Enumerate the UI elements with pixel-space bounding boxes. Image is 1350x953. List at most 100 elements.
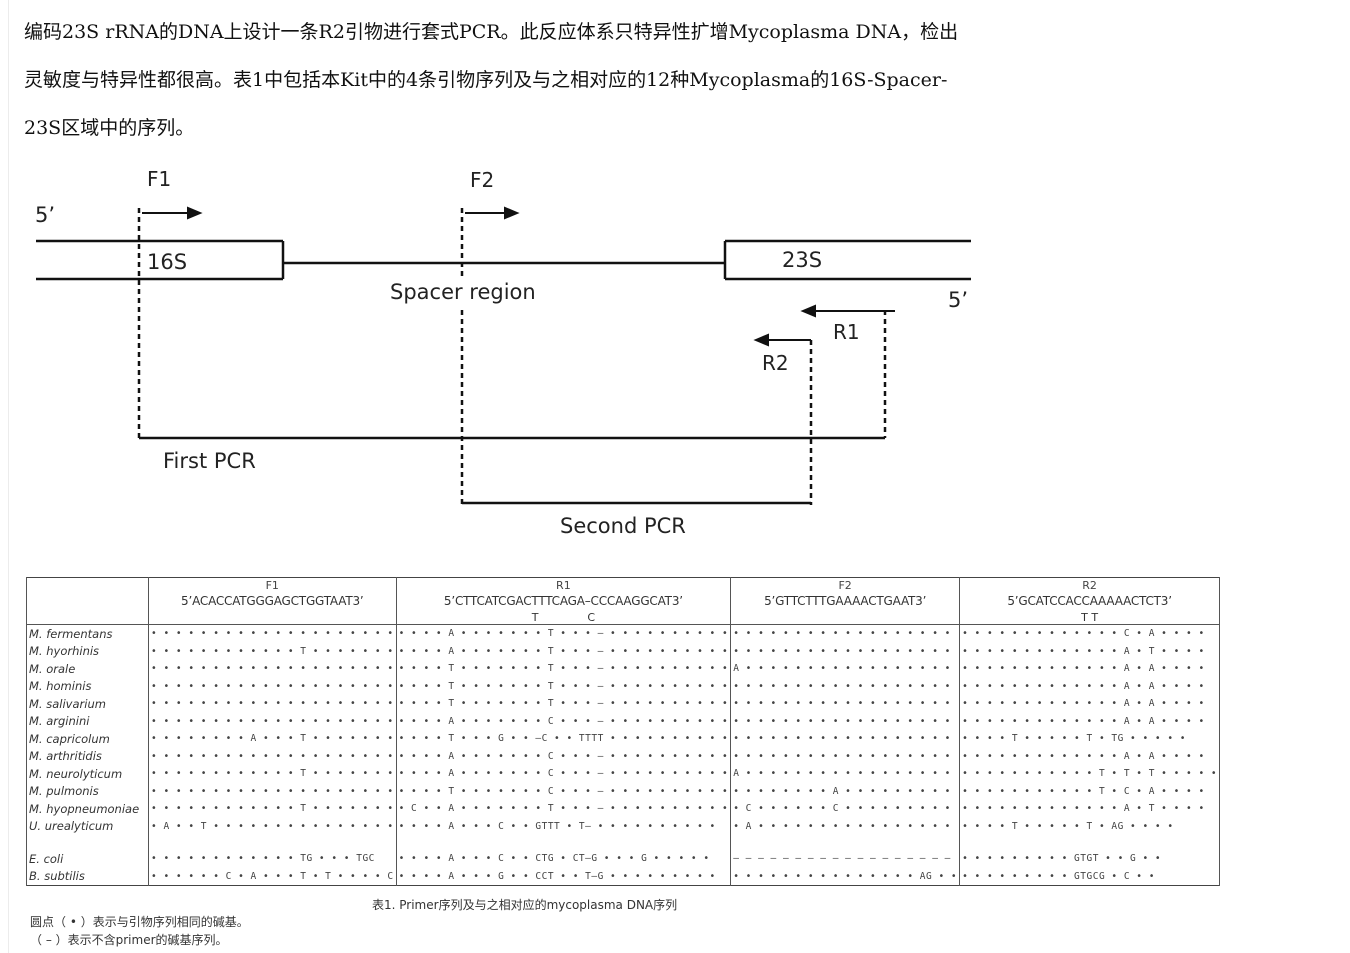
f1-cell: • • • • • • • • • • • • • • • • • • • • — [148, 677, 397, 695]
f2-cell: • A • • • • • • • • • • • • • • • • — [730, 817, 961, 835]
primer-sequence-table: F1 R1 F2 R2 5’ACACCATGGGAGCTGGTAAT3’ 5’C… — [26, 577, 1221, 886]
r2-cell: • • • • • • • • • • • • • A • A • • • • — [959, 660, 1221, 678]
r2-cell: • • • • • • • • • • • • • A • T • • • • — [959, 642, 1221, 660]
r1-cell: • • • • A • • • G • • CCT • • T–G • • • … — [395, 867, 732, 886]
dot-legend-note: 圆点（ • ）表示与引物序列相同的碱基。 — [30, 915, 249, 929]
variant-f2 — [730, 610, 961, 625]
spacer-region-label: Spacer region — [390, 280, 536, 304]
r1-cell: • • • • T • • • • • • • C • • • – • • • … — [395, 782, 732, 800]
label-23s: 23S — [782, 248, 822, 272]
page-left-border — [8, 0, 9, 953]
r1-cell: • • • • A • • • C • • CTG • CT–G • • • G… — [395, 850, 732, 868]
species-name: M. arginini — [26, 712, 149, 730]
species-name: M. capricolum — [26, 730, 149, 748]
f1-cell: • • • • • • C • A • • • T • T • • • • C — [148, 867, 397, 886]
f2-cell: • • • • • • • • • • • • • • • • • • — [730, 677, 961, 695]
table-row: B. subtilis• • • • • • C • A • • • T • T… — [26, 867, 1221, 886]
f2-cell: • • • • • • • • • • • • • • • • • • — [730, 747, 961, 765]
species-name: M. fermentans — [26, 624, 149, 643]
f1-cell: • • • • • • • • • • • • T • • • • • • • — [148, 642, 397, 660]
r1-cell: • C • • A • • • • • • • T • • • – • • • … — [395, 800, 732, 818]
primer-r2-seq: 5’GCATCCACCAAAAACTCT3’ — [959, 592, 1221, 610]
five-prime-right: 5’ — [948, 288, 968, 312]
f1-cell: • A • • T • • • • • • • • • • • • • • • — [148, 817, 397, 835]
r2-label: R2 — [762, 351, 789, 375]
f1-cell: • • • • • • • • • • • • T • • • • • • • — [148, 800, 397, 818]
f1-cell: • • • • • • • • • • • • • • • • • • • • — [148, 695, 397, 713]
first-pcr-label: First PCR — [163, 449, 256, 473]
r2-cell: • • • • • • • • • • • • • A • A • • • • — [959, 747, 1221, 765]
table-row: M. neurolyticum• • • • • • • • • • • • T… — [26, 765, 1221, 783]
f2-cell: • C • • • • • • C • • • • • • • • • — [730, 800, 961, 818]
r2-cell: • • • • T • • • • • T • AG • • • • — [959, 817, 1221, 835]
f1-cell: • • • • • • • • A • • • T • • • • • • • — [148, 730, 397, 748]
species-name: M. pulmonis — [26, 782, 149, 800]
pcr-products — [139, 436, 885, 505]
species-name: U. urealyticum — [26, 817, 149, 835]
r1-cell: • • • • T • • • G • • –C • • TTTT • • • … — [395, 730, 732, 748]
r2-cell: • • • • • • • • • • • T • C • A • • • • — [959, 782, 1221, 800]
variant-f1 — [148, 610, 397, 625]
f2-cell: • • • • • • • • • • • • • • • • • • — [730, 624, 961, 643]
f2-label: F2 — [470, 168, 494, 192]
f1-label: F1 — [147, 167, 171, 191]
primer-f1-seq: 5’ACACCATGGGAGCTGGTAAT3’ — [148, 592, 397, 610]
table-row: M. orale• • • • • • • • • • • • • • • • … — [26, 660, 1221, 678]
paragraph-line-1: 编码23S rRNA的DNA上设计一条R2引物进行套式PCR。此反应体系只特异性… — [24, 21, 959, 43]
r1-label: R1 — [833, 320, 860, 344]
r2-cell: • • • • • • • • • • • • • A • T • • • • — [959, 800, 1221, 818]
species-name: M. hominis — [26, 677, 149, 695]
r2-cell: • • • • • • • • • • • • • A • A • • • • — [959, 695, 1221, 713]
r1-cell: • • • • A • • • C • • GTTT • T– • • • • … — [395, 817, 732, 835]
species-name: B. subtilis — [26, 867, 149, 886]
table-row: M. capricolum• • • • • • • • A • • • T •… — [26, 730, 1221, 748]
species-name: M. neurolyticum — [26, 765, 149, 783]
species-name: M. salivarium — [26, 695, 149, 713]
species-name: M. hyorhinis — [26, 642, 149, 660]
r2-cell: • • • • T • • • • • T • TG • • • • • — [959, 730, 1221, 748]
r2-cell: • • • • • • • • • • • T • T • T • • • • … — [959, 765, 1221, 783]
species-name: M. arthritidis — [26, 747, 149, 765]
five-prime-left: 5’ — [35, 203, 55, 227]
r2-cell: • • • • • • • • • • • • • A • A • • • • — [959, 712, 1221, 730]
r1-cell: • • • • T • • • • • • • T • • • – • • • … — [395, 695, 732, 713]
header-r1: R1 — [395, 577, 732, 592]
r1-cell: • • • • A • • • • • • • C • • • – • • • … — [395, 712, 732, 730]
f2-cell: • • • • • • • • • • • • • • • • • • — [730, 642, 961, 660]
header-f2: F2 — [730, 577, 961, 592]
r1-cell: • • • • A • • • • • • • T • • • – • • • … — [395, 642, 732, 660]
primer-r1-seq: 5’CTTCATCGACTTTCAGA–CCCAAGGCAT3’ — [395, 592, 732, 610]
f1-cell: • • • • • • • • • • • • • • • • • • • • — [148, 624, 397, 643]
paragraph-line-3: 23S区域中的序列。 — [24, 117, 195, 139]
f2-cell: • • • • • • • • A • • • • • • • • • — [730, 782, 961, 800]
r1-cell: • • • • A • • • • • • • T • • • – • • • … — [395, 624, 732, 643]
f2-cell: • • • • • • • • • • • • • • • • • • — [730, 712, 961, 730]
f1-cell: • • • • • • • • • • • • TG • • • TGC — [148, 850, 397, 868]
table-row: M. fermentans• • • • • • • • • • • • • •… — [26, 624, 1221, 643]
table-row: M. hyorhinis• • • • • • • • • • • • T • … — [26, 642, 1221, 660]
table-row: M. hyopneumoniae• • • • • • • • • • • • … — [26, 800, 1221, 818]
table-spacer-row — [26, 835, 1221, 850]
r2-cell: • • • • • • • • • GTGT • • G • • — [959, 850, 1221, 868]
f1-cell: • • • • • • • • • • • • • • • • • • • • — [148, 782, 397, 800]
r2-cell: • • • • • • • • • • • • • C • A • • • • — [959, 624, 1221, 643]
r1-cell: • • • • T • • • • • • • T • • • – • • • … — [395, 677, 732, 695]
variant-r1: T C — [395, 610, 732, 625]
table-row: U. urealyticum• A • • T • • • • • • • • … — [26, 817, 1221, 835]
table-row: E. coli• • • • • • • • • • • • TG • • • … — [26, 850, 1221, 868]
f2-cell: A • • • • • • • • • • • • • • • • • — [730, 765, 961, 783]
f2-cell: • • • • • • • • • • • • • • • • • • — [730, 730, 961, 748]
table-row: M. arthritidis• • • • • • • • • • • • • … — [26, 747, 1221, 765]
species-name: M. hyopneumoniae — [26, 800, 149, 818]
primer-arrows — [142, 206, 895, 347]
r2-cell: • • • • • • • • • • • • • A • A • • • • — [959, 677, 1221, 695]
species-header — [26, 577, 149, 625]
intro-paragraph: 编码23S rRNA的DNA上设计一条R2引物进行套式PCR。此反应体系只特异性… — [24, 8, 1054, 152]
r1-cell: • • • • T • • • • • • • T • • • – • • • … — [395, 660, 732, 678]
dash-legend-note: （ – ）表示不含primer的碱基序列。 — [30, 933, 228, 947]
f1-cell: • • • • • • • • • • • • • • • • • • • • — [148, 747, 397, 765]
header-r2: R2 — [959, 577, 1221, 592]
table-row: M. pulmonis• • • • • • • • • • • • • • •… — [26, 782, 1221, 800]
table-row: M. salivarium• • • • • • • • • • • • • •… — [26, 695, 1221, 713]
species-name: E. coli — [26, 850, 149, 868]
